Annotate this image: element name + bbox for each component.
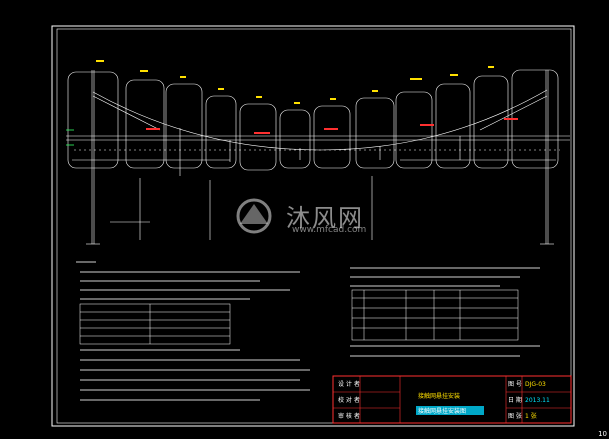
sheet-number: 10 (598, 430, 607, 438)
insulator-marks (146, 118, 518, 134)
callout-marks (96, 60, 494, 104)
watermark: 沐风网 www.mfcad.com (232, 196, 382, 240)
material-table (351, 289, 519, 341)
code-value: DJG-03 (525, 381, 546, 388)
title-block: 设 计 者 校 对 者 审 核 者 接触网悬挂安装 接触网悬挂安装图 图 号 D… (332, 375, 572, 424)
detail-callouts (67, 69, 559, 171)
sheet-label: 图 张 (508, 412, 522, 420)
sheet-value: 1 张 (525, 412, 537, 420)
checker-label: 校 对 者 (338, 396, 360, 404)
drawing-name-line1: 接触网悬挂安装 (418, 392, 460, 400)
catenary-diagram (66, 70, 570, 245)
section-marks (66, 129, 74, 146)
date-value: 2013.11 (525, 397, 550, 404)
inner-frame (56, 28, 572, 424)
watermark-text: 沐风网 (286, 204, 364, 232)
watermark-url: www.mfcad.com (292, 225, 367, 235)
drawing-name-highlight (416, 406, 484, 415)
drawing-name-line2: 接触网悬挂安装图 (418, 407, 466, 415)
code-label: 图 号 (508, 381, 522, 388)
watermark-logo-icon (236, 198, 272, 234)
reviewer-label: 审 核 者 (338, 412, 360, 420)
outer-frame (51, 25, 575, 427)
notes-block-right (350, 267, 540, 357)
notes-block (76, 261, 310, 401)
notes-table-left (79, 303, 231, 345)
designer-label: 设 计 者 (338, 380, 360, 388)
date-label: 日 期 (508, 396, 522, 404)
